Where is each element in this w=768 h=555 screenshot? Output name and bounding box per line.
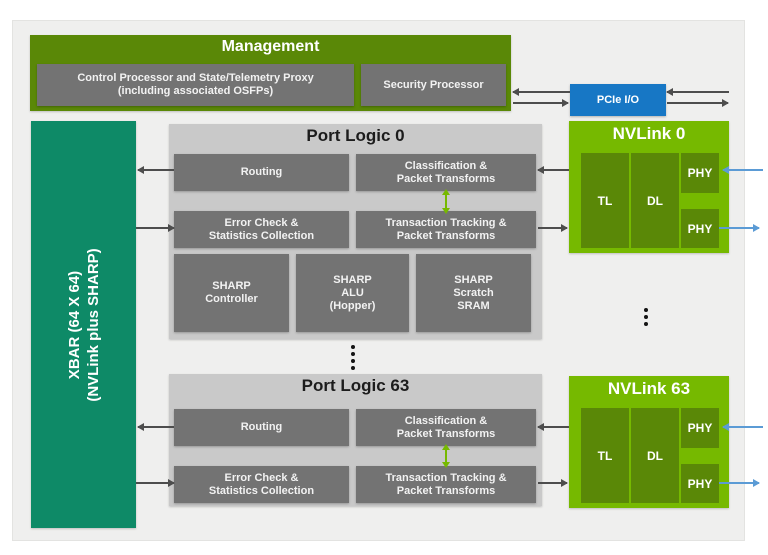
arrow-xbar-to-error-check63 <box>136 479 175 487</box>
pl0-sharp-sram-label-line1: SHARP <box>454 273 493 286</box>
xbar-label-line1: XBAR (64 X 64) <box>65 270 83 379</box>
nvlink0-dl-block: DL <box>631 153 679 248</box>
arrow-external-to-phy63-top <box>722 423 763 431</box>
nvlink0-dl-label: DL <box>647 193 663 208</box>
pl63-transaction-block: Transaction Tracking & Packet Transforms <box>356 466 536 503</box>
pl0-green-double-arrow <box>442 189 450 214</box>
control-processor-label-line2: (including associated OSFPs) <box>117 85 274 97</box>
control-processor-label-line1: Control Processor and State/Telemetry Pr… <box>77 72 314 84</box>
nvlink0-phy-bottom-block: PHY <box>681 209 719 248</box>
arrow-external-to-pcie <box>666 88 729 96</box>
pl63-green-double-arrow <box>442 444 450 468</box>
pl63-error-check-label-line2: Statistics Collection <box>208 484 315 497</box>
pl0-sharp-alu-label-line1: SHARP <box>333 273 372 286</box>
arrow-nvlink63-to-classification <box>537 423 569 431</box>
pl63-error-check-block: Error Check & Statistics Collection <box>174 466 349 503</box>
nvlink63-dl-label: DL <box>647 448 663 463</box>
pl0-sharp-sram-block: SHARP Scratch SRAM <box>416 254 531 332</box>
pl63-transaction-label-line1: Transaction Tracking & <box>385 471 507 484</box>
nvlink0-tl-block: TL <box>581 153 629 248</box>
nvlink63-phy-top-label: PHY <box>687 421 713 435</box>
management-block: Management Control Processor and State/T… <box>30 35 511 111</box>
control-processor-block: Control Processor and State/Telemetry Pr… <box>37 64 354 106</box>
arrow-transaction0-to-nvlink0 <box>538 224 568 232</box>
pl63-error-check-label-line1: Error Check & <box>224 471 299 484</box>
pl0-sharp-alu-block: SHARP ALU (Hopper) <box>296 254 409 332</box>
pl0-classification-block: Classification & Packet Transforms <box>356 154 536 191</box>
nvlink-63-block: NVLink 63 TL DL PHY PHY <box>569 376 729 508</box>
xbar-label: XBAR (64 X 64) (NVLink plus SHARP) <box>65 248 103 401</box>
pl0-sharp-controller-block: SHARP Controller <box>174 254 289 332</box>
arrow-pcie-to-external <box>667 99 729 107</box>
nvlink63-dl-block: DL <box>631 408 679 503</box>
pl0-classification-label-line2: Packet Transforms <box>396 172 496 185</box>
arrow-routing63-to-xbar <box>137 423 174 431</box>
pl63-routing-block: Routing <box>174 409 349 446</box>
diagram-canvas: Management Control Processor and State/T… <box>12 20 763 541</box>
arrow-security-to-pcie <box>513 99 569 107</box>
port-logic-63-title: Port Logic 63 <box>301 376 410 395</box>
nvlink-0-block: NVLink 0 TL DL PHY PHY <box>569 121 729 253</box>
arrow-phy63-bottom-to-external <box>719 479 760 487</box>
pcie-io-block: PCIe I/O <box>570 84 666 116</box>
xbar-label-line2: (NVLink plus SHARP) <box>84 247 102 402</box>
pl0-transaction-label-line1: Transaction Tracking & <box>385 216 507 229</box>
pl0-sharp-sram-label-line2: Scratch <box>453 286 494 299</box>
nvlink0-phy-top-block: PHY <box>681 153 719 193</box>
pl63-classification-block: Classification & Packet Transforms <box>356 409 536 446</box>
arrow-xbar-to-error-check0 <box>136 224 175 232</box>
arrow-pcie-to-security <box>512 88 570 96</box>
nvlink-ellipsis <box>644 308 648 326</box>
pl63-classification-label-line1: Classification & <box>404 414 488 427</box>
pl63-transaction-label-line2: Packet Transforms <box>396 484 496 497</box>
xbar-block: XBAR (64 X 64) (NVLink plus SHARP) <box>31 121 136 528</box>
pl0-error-check-label-line2: Statistics Collection <box>208 229 315 242</box>
nvlink63-phy-bottom-block: PHY <box>681 464 719 503</box>
pl0-sharp-alu-label-line2: ALU <box>341 286 364 299</box>
pcie-io-label: PCIe I/O <box>596 94 640 106</box>
pl0-sharp-controller-label-line2: Controller <box>205 293 258 305</box>
security-processor-block: Security Processor <box>361 64 506 106</box>
arrow-transaction63-to-nvlink63 <box>538 479 568 487</box>
pl0-sharp-sram-label-line3: SRAM <box>457 299 490 312</box>
nvlink-63-title: NVLink 63 <box>607 379 691 398</box>
nvlink0-phy-top-label: PHY <box>687 166 713 180</box>
pl0-sharp-alu-label-line3: (Hopper) <box>329 299 376 312</box>
management-title: Management <box>221 38 320 55</box>
port-logic-0-title: Port Logic 0 <box>306 126 405 145</box>
nvlink63-tl-label: TL <box>597 448 613 463</box>
nvlink63-tl-block: TL <box>581 408 629 503</box>
port-logic-63-block: Port Logic 63 Routing Classification & P… <box>169 374 542 506</box>
port-logic-0-block: Port Logic 0 Routing Classification & Pa… <box>169 124 542 339</box>
pl0-transaction-block: Transaction Tracking & Packet Transforms <box>356 211 536 248</box>
nvlink63-phy-top-block: PHY <box>681 408 719 448</box>
nvlink0-tl-label: TL <box>597 193 613 208</box>
security-processor-label: Security Processor <box>383 78 484 91</box>
nvlink63-phy-bottom-label: PHY <box>687 476 713 491</box>
nvlink0-phy-bottom-label: PHY <box>687 221 713 236</box>
pl0-routing-label: Routing <box>240 166 283 178</box>
pl0-routing-block: Routing <box>174 154 349 191</box>
arrow-nvlink0-to-classification <box>537 166 569 174</box>
pl0-sharp-controller-label-line1: SHARP <box>212 280 251 292</box>
pl0-transaction-label-line2: Packet Transforms <box>396 229 496 242</box>
arrow-phy0-bottom-to-external <box>719 224 760 232</box>
pl63-classification-label-line2: Packet Transforms <box>396 427 496 440</box>
pl63-routing-label: Routing <box>240 421 283 433</box>
arrow-routing0-to-xbar <box>137 166 174 174</box>
nvlink-0-title: NVLink 0 <box>612 124 686 143</box>
pl0-classification-label-line1: Classification & <box>404 159 488 172</box>
port-logic-ellipsis <box>351 345 355 370</box>
pl0-error-check-label-line1: Error Check & <box>224 216 299 229</box>
arrow-external-to-phy0-top <box>722 166 763 174</box>
pl0-error-check-block: Error Check & Statistics Collection <box>174 211 349 248</box>
